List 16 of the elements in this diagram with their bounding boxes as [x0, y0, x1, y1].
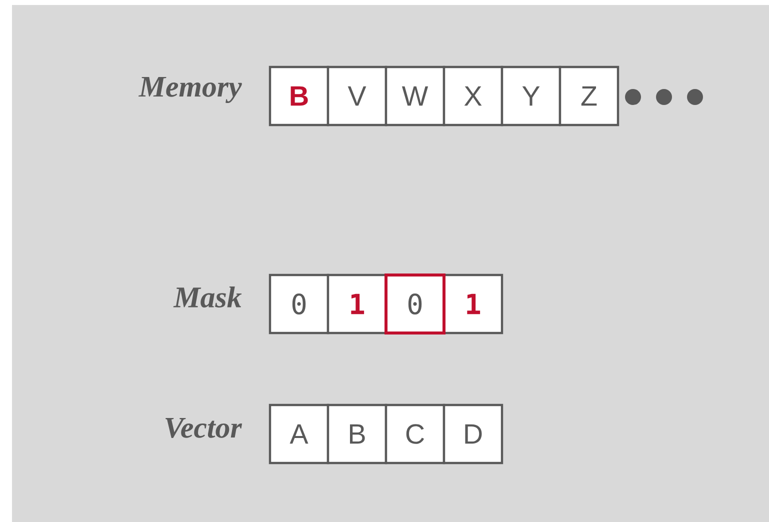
mask-cell: 1	[326, 274, 388, 334]
memory-cell: Y	[500, 66, 562, 126]
vector-cell: A	[268, 404, 330, 464]
memory-cell: Z	[558, 66, 620, 126]
memory-cell: V	[326, 66, 388, 126]
vector-cell: C	[384, 404, 446, 464]
memory-cell: B	[268, 66, 330, 126]
row-label: Mask	[173, 286, 242, 308]
mask-cell: 1	[442, 274, 504, 334]
vector-cell: D	[442, 404, 504, 464]
row-label: Memory	[138, 76, 242, 103]
vector-cell: B	[326, 404, 388, 464]
memory-cell: X	[442, 66, 504, 126]
memory-cell: W	[384, 66, 446, 126]
mask-cell: 0	[268, 274, 330, 334]
row-label: Vector	[166, 418, 242, 438]
